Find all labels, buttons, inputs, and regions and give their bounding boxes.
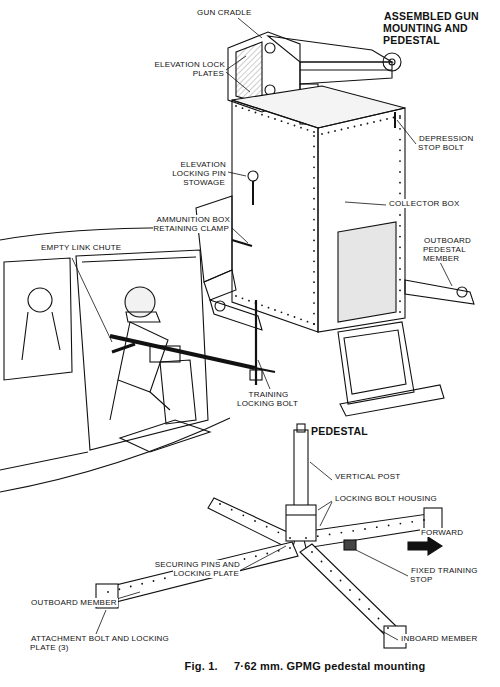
pedestal-upper: [210, 280, 474, 416]
part-label: ATTACHMENT BOLT AND LOCKING PLATE (3): [30, 634, 169, 652]
part-label: GUN CRADLE: [196, 8, 252, 17]
part-label-box: LOCKING BOLT HOUSING: [334, 494, 454, 503]
leader-lines: [72, 18, 452, 640]
part-label-box: FIXED TRAINING STOP: [410, 566, 480, 584]
part-label: COLLECTOR BOX: [388, 199, 460, 208]
part-label-box: AMMUNITION BOX RETAINING CLAMP: [135, 215, 230, 233]
part-label: INBOARD MEMBER: [400, 634, 479, 643]
part-label-box: OUTBOARD PEDESTAL MEMBER: [423, 236, 497, 264]
part-label: FORWARD: [420, 528, 464, 537]
part-label: FIXED TRAINING STOP: [410, 566, 478, 584]
part-label: SECURING PINS AND LOCKING PLATE: [154, 560, 240, 578]
collector-box: [232, 86, 414, 404]
part-label-box: EMPTY LINK CHUTE: [40, 243, 150, 252]
rivets: [107, 105, 425, 629]
figure-caption-box: Fig. 1. 7·62 mm. GPMG pedestal mounting: [120, 660, 490, 673]
part-label-box: SECURING PINS AND LOCKING PLATE: [140, 560, 240, 578]
part-label: LOCKING BOLT HOUSING: [334, 494, 438, 503]
figure-caption: Fig. 1. 7·62 mm. GPMG pedestal mounting: [184, 660, 427, 672]
part-label-box: FORWARD: [420, 528, 480, 537]
part-label-box: OUTBOARD MEMBER: [30, 598, 130, 607]
part-label: ELEVATION LOCKING PIN STOWAGE: [172, 160, 226, 187]
view-heading: ASSEMBLED GUN MOUNTING AND PEDESTAL: [383, 10, 479, 46]
view-heading-box: PEDESTAL: [310, 425, 400, 437]
part-label: OUTBOARD MEMBER: [30, 598, 118, 607]
part-label-box: DEPRESSION STOP BOLT: [418, 134, 496, 152]
part-label-box: INBOARD MEMBER: [400, 634, 495, 643]
part-label: DEPRESSION STOP BOLT: [418, 134, 473, 152]
pedestal-lower: [96, 424, 442, 648]
part-label: VERTICAL POST: [334, 472, 401, 481]
part-label-box: TRAINING LOCKING BOLT: [236, 390, 300, 408]
part-label: TRAINING LOCKING BOLT: [237, 390, 299, 408]
part-label: AMMUNITION BOX RETAINING CLAMP: [153, 215, 230, 233]
part-label: OUTBOARD PEDESTAL MEMBER: [423, 236, 471, 263]
view-heading-box: ASSEMBLED GUN MOUNTING AND PEDESTAL: [383, 10, 495, 46]
part-label-box: GUN CRADLE: [196, 8, 266, 17]
view-heading: PEDESTAL: [310, 425, 369, 437]
helicopter-cabin: [0, 228, 275, 492]
part-label-box: ELEVATION LOCK PLATES: [150, 60, 225, 78]
ammunition-box: [196, 171, 258, 300]
part-label-box: COLLECTOR BOX: [388, 199, 468, 208]
part-label-box: ATTACHMENT BOLT AND LOCKING PLATE (3): [30, 634, 190, 652]
part-label-box: VERTICAL POST: [334, 472, 424, 481]
part-label: EMPTY LINK CHUTE: [40, 243, 122, 252]
part-label-box: ELEVATION LOCKING PIN STOWAGE: [148, 160, 226, 188]
part-label: ELEVATION LOCK PLATES: [153, 60, 225, 78]
